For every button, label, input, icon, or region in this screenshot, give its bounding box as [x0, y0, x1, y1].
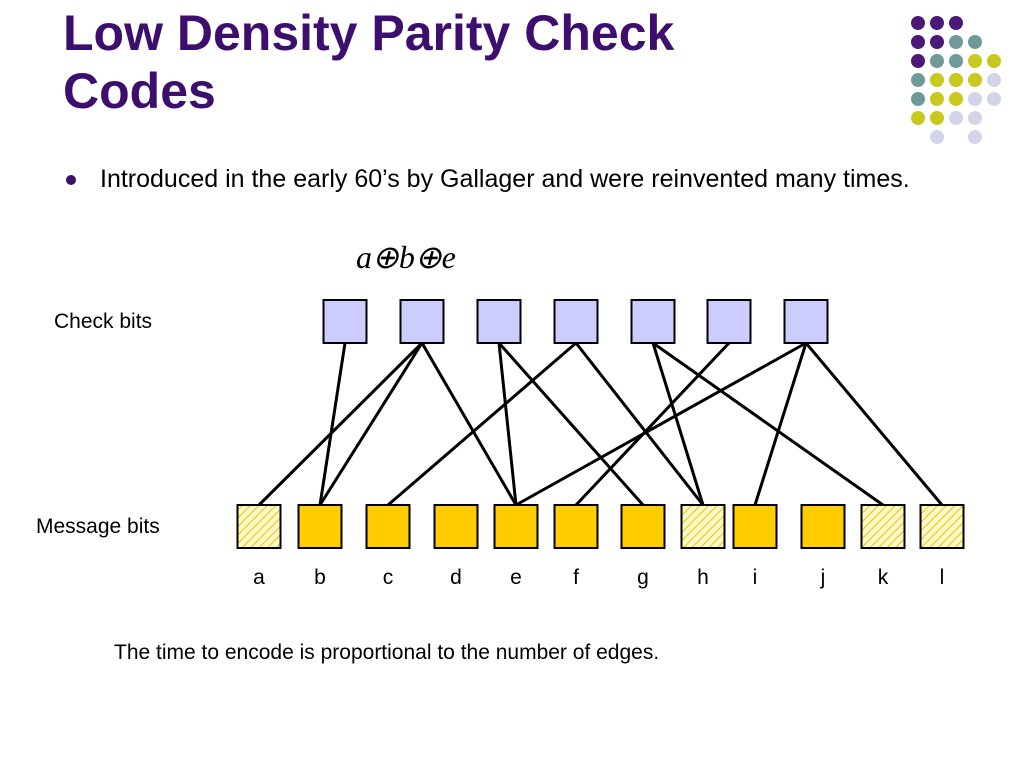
message-bit-node-j [800, 504, 846, 549]
formula-var-b: b [398, 239, 415, 275]
message-bit-label-d: d [450, 566, 462, 589]
graph-edge [804, 342, 944, 506]
graph-edge [257, 341, 424, 507]
message-bit-node-g [620, 504, 666, 549]
formula-var-e: e [441, 239, 456, 275]
bullet-text: Introduced in the early 60’s by Gallager… [100, 165, 910, 193]
message-bit-node-e [493, 504, 539, 549]
message-bit-node-f [553, 504, 599, 549]
graph-edge [574, 342, 705, 506]
message-bit-label-b: b [314, 566, 326, 589]
message-bit-label-f: f [573, 566, 579, 589]
message-bit-label-g: g [637, 566, 649, 589]
graph-edge [387, 341, 577, 507]
message-bit-label-k: k [877, 566, 889, 589]
title-line-2: Codes [63, 63, 216, 119]
message-bit-label-a: a [253, 566, 265, 589]
formula-xor-1: ⊕ [372, 239, 399, 275]
footnote: The time to encode is proportional to th… [114, 641, 660, 664]
graph-edge [497, 342, 518, 506]
check-bit-node [322, 299, 368, 344]
message-bit-label-c: c [382, 566, 394, 589]
graph-edge [497, 342, 645, 506]
graph-edge [652, 341, 884, 507]
graph-edge [753, 342, 808, 506]
message-bit-label-i: i [752, 566, 758, 589]
message-bits-label: Message bits [36, 515, 160, 538]
check-bit-node [399, 299, 445, 344]
slide-title: Low Density Parity Check Codes [63, 4, 863, 120]
message-bit-letters: a b c d e f g h i j k l [0, 566, 1024, 596]
formula-xor-2: ⊕ [414, 239, 442, 275]
check-bit-node [476, 299, 522, 344]
graph-edge [318, 342, 424, 506]
message-bit-label-l: l [939, 566, 945, 589]
message-bit-node-i [732, 504, 778, 549]
message-bit-node-d [433, 504, 479, 549]
graph-edge [515, 341, 807, 507]
check-bits-label: Check bits [54, 310, 153, 333]
title-line-1: Low Density Parity Check [63, 5, 675, 61]
check-bit-node [553, 299, 599, 344]
message-bit-node-l [919, 504, 965, 549]
message-bit-node-k [860, 504, 906, 549]
message-bit-label-h: h [697, 566, 709, 589]
bullet-icon [66, 175, 76, 185]
message-bit-node-b [297, 504, 343, 549]
message-bit-node-a [236, 504, 282, 549]
graph-edge [318, 342, 347, 506]
message-bit-node-h [680, 504, 726, 549]
graph-edge [574, 341, 731, 507]
check-bit-node [706, 299, 752, 344]
message-bit-node-c [365, 504, 411, 549]
check-bit-node [783, 299, 829, 344]
graph-edge [420, 342, 518, 506]
parity-formula: a⊕b⊕e [356, 238, 456, 276]
graph-edge [651, 342, 705, 506]
formula-var-a: a [356, 239, 372, 275]
check-bit-node [630, 299, 676, 344]
message-bit-label-j: j [820, 566, 826, 589]
message-bit-label-e: e [510, 566, 522, 589]
